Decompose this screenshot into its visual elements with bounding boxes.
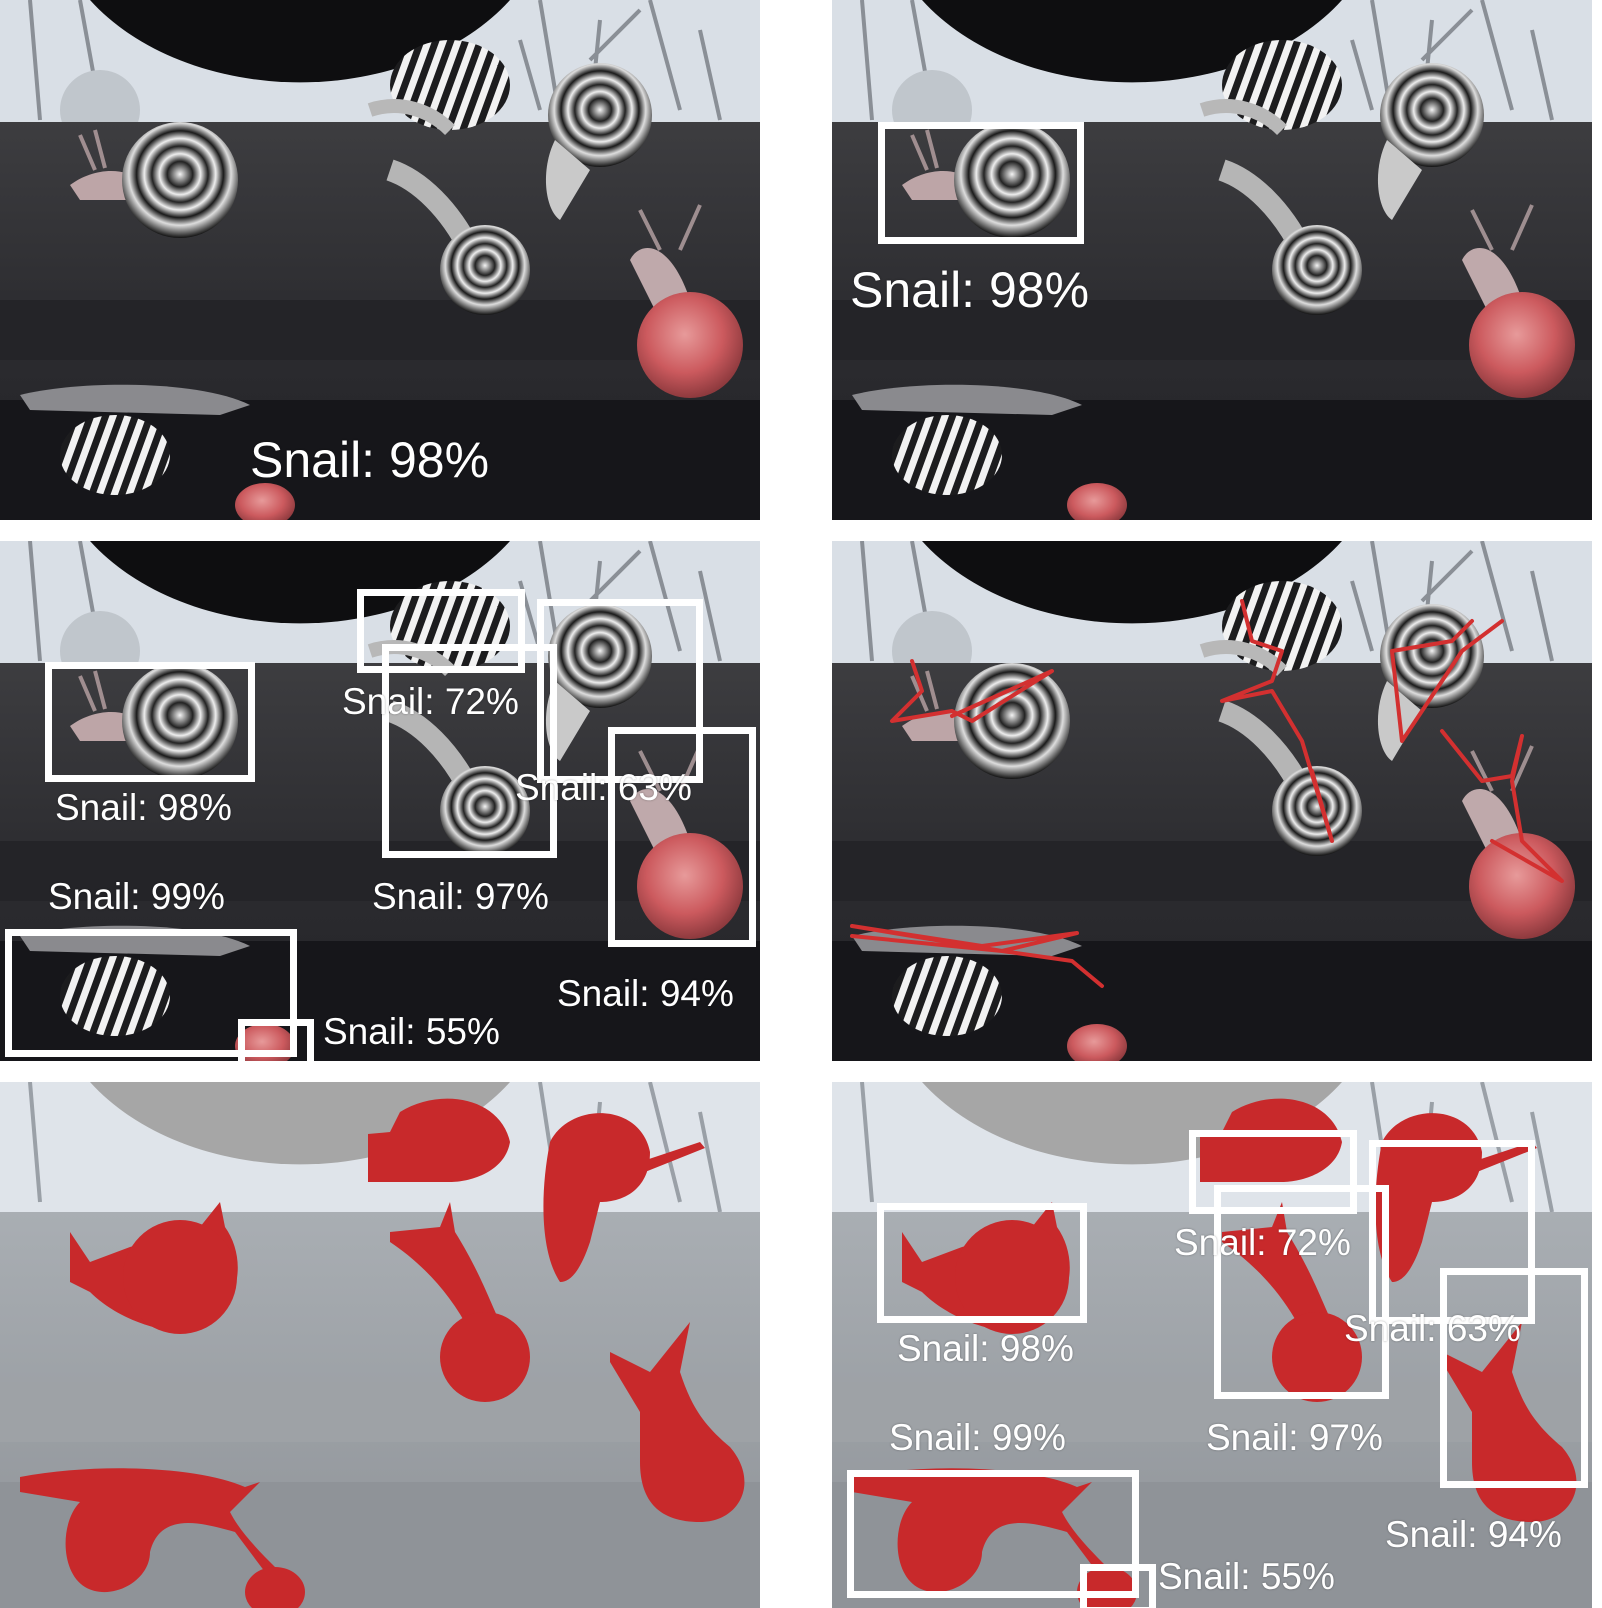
panel-classification: Snail: 98% [0,0,760,520]
detection-label: Snail: 98% [897,1328,1074,1369]
detection-label: Snail: 98% [55,787,232,828]
bounding-box [537,599,703,783]
detection-label: Snail: 99% [48,876,225,917]
detection-label: Snail: 63% [515,767,692,808]
panel-object-detection: Snail: 72% Snail: 98% Snail: 63% Snail: … [0,541,760,1061]
bounding-box [1440,1268,1588,1488]
skeleton [890,659,1054,723]
bounding-box [1214,1185,1389,1399]
detection-label: Snail: 55% [1158,1556,1335,1597]
skeleton [850,924,1104,988]
detection-label: Snail: 55% [323,1011,500,1052]
skeleton [1390,619,1504,743]
bounding-box [1080,1564,1156,1608]
detection-label: Snail: 72% [1174,1222,1351,1263]
bounding-box [1369,1140,1535,1324]
skeleton [1220,599,1334,843]
panel-keypoints [832,541,1592,1061]
bounding-box [5,929,297,1057]
bounding-box [878,122,1084,244]
bounding-box [1189,1130,1357,1214]
bounding-box [45,662,255,782]
segmentation-mask-image [0,1082,760,1608]
classification-label: Snail: 98% [250,432,490,488]
detection-label: Snail: 97% [372,876,549,917]
bounding-box [357,589,525,673]
bounding-box [608,727,756,947]
skeleton [1440,729,1564,883]
panel-segmentation [0,1082,760,1608]
detection-label: Snail: 72% [342,681,519,722]
bounding-box [382,644,557,858]
snail-photo [832,0,1592,520]
panel-instance-segmentation: Snail: 72% Snail: 98% Snail: 63% Snail: … [832,1082,1592,1608]
detection-label: Snail: 99% [889,1417,1066,1458]
detection-label: Snail: 63% [1344,1308,1521,1349]
keypoint-skeletons [850,599,1564,988]
bounding-box [847,1470,1139,1598]
bounding-box [877,1203,1087,1323]
detection-label: Snail: 94% [557,973,734,1014]
detection-label: Snail: 94% [1385,1514,1562,1555]
detection-label: Snail: 98% [850,262,1090,318]
detection-label: Snail: 97% [1206,1417,1383,1458]
panel-single-detection: Snail: 98% [832,0,1592,520]
bounding-box [238,1019,314,1061]
